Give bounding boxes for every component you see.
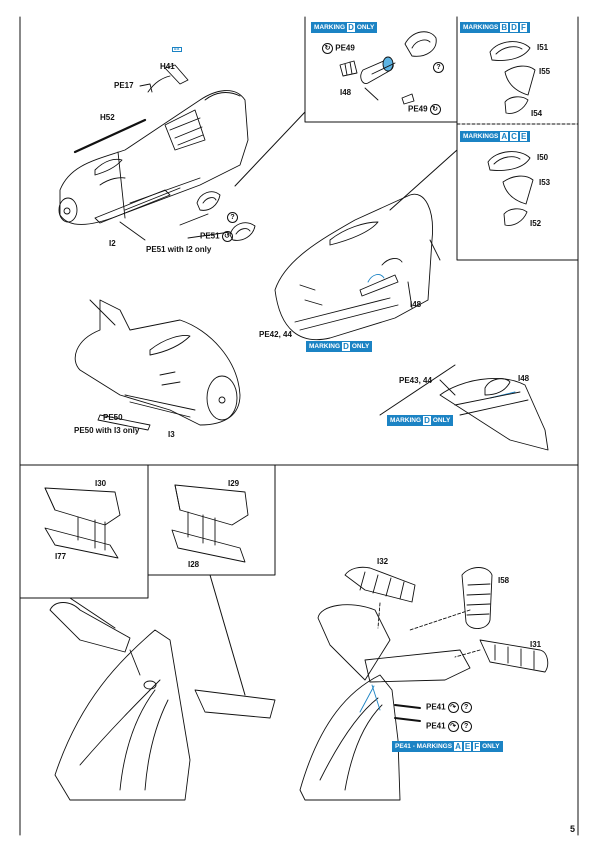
label-i48-mid: I48 xyxy=(410,300,422,309)
tailwheel-detail xyxy=(439,378,549,451)
label-i29: I29 xyxy=(228,479,240,488)
label-pe51-note: PE51 with I2 only xyxy=(146,245,212,254)
tail-assembly-left xyxy=(49,602,276,801)
tail-assembly-right xyxy=(299,566,549,801)
label-i53: I53 xyxy=(539,178,551,187)
label-i55: I55 xyxy=(539,67,551,76)
label-i3: I3 xyxy=(168,430,175,439)
flap-parts-left xyxy=(44,484,249,563)
label-pe43-44: PE43, 44 xyxy=(399,376,432,385)
label-pe49-bottom: PE49↻ xyxy=(408,104,441,115)
label-pe17: PE17 xyxy=(114,81,134,90)
label-pe50: PE50 xyxy=(103,413,123,422)
label-h41: H41 xyxy=(160,62,175,71)
label-i51: I51 xyxy=(537,43,549,52)
fold-symbol-icon: ↺ xyxy=(221,231,233,242)
label-i50: I50 xyxy=(537,153,549,162)
panel-borders xyxy=(19,16,579,836)
question-symbol-icon: ? xyxy=(433,62,444,73)
label-i52: I52 xyxy=(530,219,542,228)
page-number: 5 xyxy=(570,824,576,834)
label-pe41-b: PE41↷? xyxy=(426,721,472,732)
label-pe42-44: PE42, 44 xyxy=(259,330,292,339)
label-h52: H52 xyxy=(100,113,115,122)
fold-symbol-icon: ↻ xyxy=(322,43,333,54)
label-i31: I31 xyxy=(530,640,542,649)
label-i77: I77 xyxy=(55,552,67,561)
label-i2: I2 xyxy=(109,239,116,248)
callout-d-parts xyxy=(339,31,437,105)
fold-symbol-icon: ↻ xyxy=(429,104,441,115)
label-i58: I58 xyxy=(498,576,510,585)
label-pe50-note: PE50 with I3 only xyxy=(74,426,140,435)
fuselage-mid-right xyxy=(274,193,441,340)
bend-arrow-icon: ↷ xyxy=(447,721,459,732)
label-i28: I28 xyxy=(188,560,200,569)
bend-arrow-icon: ↷ xyxy=(447,702,459,713)
label-i30: I30 xyxy=(95,479,107,488)
label-i48-low: I48 xyxy=(518,374,530,383)
label-i54: I54 xyxy=(531,109,543,118)
fuselage-mid-left xyxy=(74,299,241,431)
label-i32: I32 xyxy=(377,557,389,566)
question-symbol-icon: ? xyxy=(460,721,472,732)
label-pe51: PE51↺ xyxy=(200,231,233,242)
question-symbol-icon: ? xyxy=(460,702,472,713)
question-symbol-icon: ? xyxy=(227,212,238,223)
label-pe49-top: ↻ PE49 xyxy=(320,43,355,54)
label-i48-top: I48 xyxy=(340,88,352,97)
nose-assembly-top xyxy=(58,64,256,241)
part-tag-h41: H41 xyxy=(172,47,182,52)
label-pe41-a: PE41↷? xyxy=(426,702,472,713)
callout-cowl-parts xyxy=(487,41,536,226)
